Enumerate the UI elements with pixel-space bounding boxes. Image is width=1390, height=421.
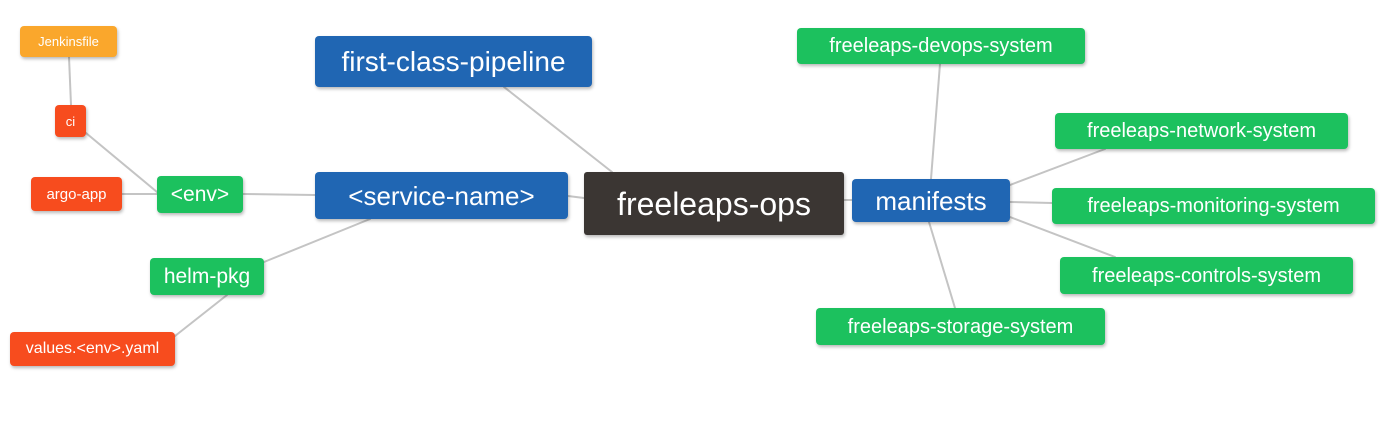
node-manifests[interactable]: manifests — [852, 179, 1010, 222]
edge-values-yaml-to-helm-pkg — [174, 294, 228, 337]
edge-helm-pkg-to-service-name — [263, 218, 371, 263]
edge-jenkinsfile-to-ci — [68, 56, 72, 106]
node-ci[interactable]: ci — [55, 105, 86, 137]
node-controls-system[interactable]: freeleaps-controls-system — [1060, 257, 1353, 294]
edge-service-name-to-freeleaps-ops — [567, 195, 585, 199]
edge-manifests-to-network-system — [1009, 148, 1106, 186]
node-jenkinsfile[interactable]: Jenkinsfile — [20, 26, 117, 57]
edge-manifests-to-devops-system — [930, 63, 941, 180]
node-storage-system[interactable]: freeleaps-storage-system — [816, 308, 1105, 345]
node-values-yaml[interactable]: values.<env>.yaml — [10, 332, 175, 366]
node-helm-pkg[interactable]: helm-pkg — [150, 258, 264, 295]
edge-manifests-to-storage-system — [928, 221, 956, 309]
edge-env-to-service-name — [242, 193, 316, 196]
edge-first-class-pipeline-to-freeleaps-ops — [503, 86, 613, 173]
edge-manifests-to-monitoring-system — [1009, 201, 1053, 204]
node-devops-system[interactable]: freeleaps-devops-system — [797, 28, 1085, 64]
node-freeleaps-ops[interactable]: freeleaps-ops — [584, 172, 844, 235]
node-network-system[interactable]: freeleaps-network-system — [1055, 113, 1348, 149]
node-service-name[interactable]: <service-name> — [315, 172, 568, 219]
node-argo-app[interactable]: argo-app — [31, 177, 122, 211]
node-first-class-pipeline[interactable]: first-class-pipeline — [315, 36, 592, 87]
node-monitoring-system[interactable]: freeleaps-monitoring-system — [1052, 188, 1375, 224]
node-env[interactable]: <env> — [157, 176, 243, 213]
